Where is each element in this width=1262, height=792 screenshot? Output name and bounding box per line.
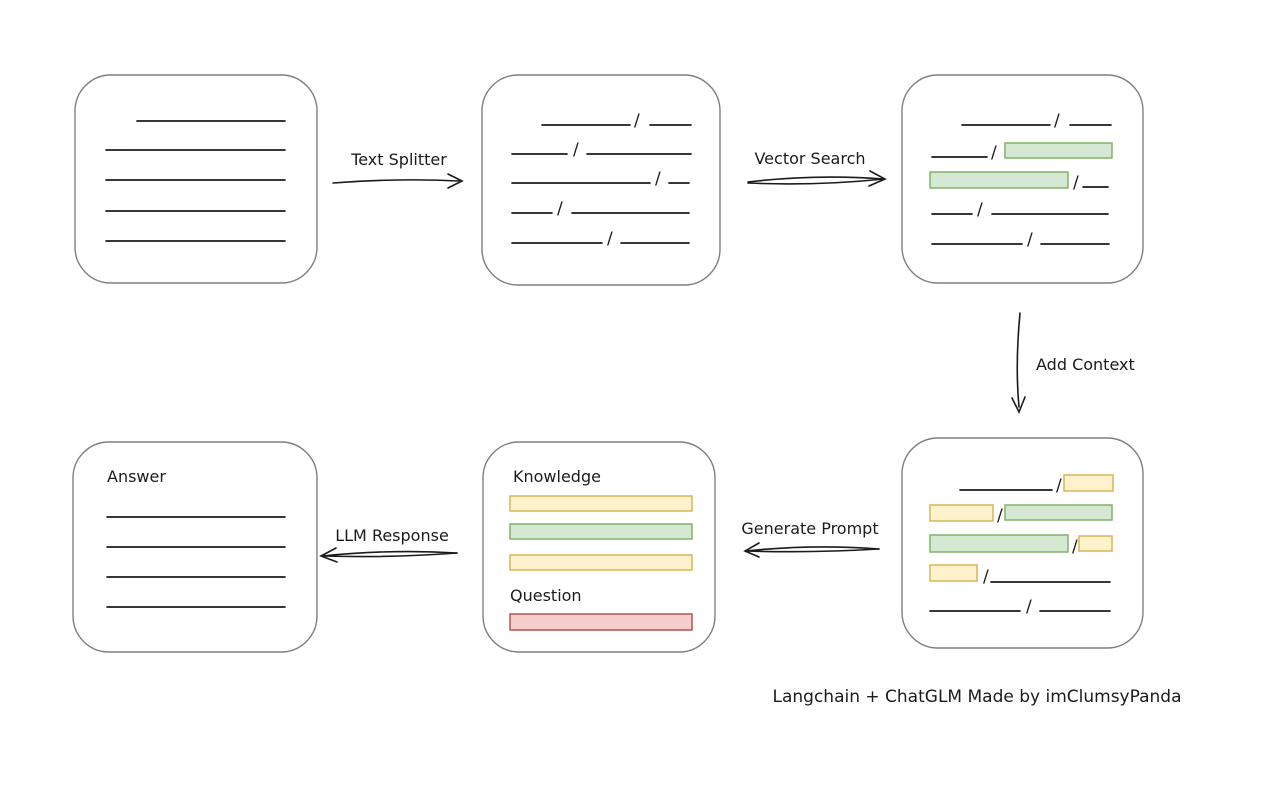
chunk-row: / (931, 142, 1113, 163)
llm-response-arrow: LLM Response (319, 526, 458, 563)
arrow-head-icon (1011, 396, 1026, 414)
chunk-row: / (511, 140, 692, 160)
chunk-row: / (959, 474, 1114, 496)
arrow-shaft (745, 548, 880, 553)
knowledge-bar-yellow (509, 495, 693, 512)
chunk-row: / (511, 169, 690, 189)
arrow-shaft (747, 178, 885, 185)
add-context-arrow: Add Context (1011, 312, 1135, 414)
chunk-row: / (511, 229, 690, 249)
matched-chunk-highlight-green (929, 171, 1069, 189)
slash-separator: / (1072, 537, 1078, 557)
add-context-label: Add Context (1036, 355, 1135, 374)
generate-prompt-arrow: Generate Prompt (741, 519, 880, 558)
slash-separator: / (1054, 111, 1060, 131)
matched-chunk-highlight-green (929, 534, 1069, 553)
llm-response-label: LLM Response (335, 526, 449, 545)
slash-separator: / (1073, 173, 1079, 193)
matched-chunk-highlight-green (1004, 142, 1113, 159)
context-chunk-highlight-yellow (929, 504, 994, 522)
slash-separator: / (557, 199, 563, 219)
credit-caption: Langchain + ChatGLM Made by imClumsyPand… (773, 687, 1182, 707)
text-splitter-arrow: Text Splitter (332, 150, 464, 189)
slash-separator: / (991, 143, 997, 163)
split-text-box-outline (481, 74, 721, 286)
answer-label: Answer (107, 467, 166, 486)
slash-separator: / (655, 169, 661, 189)
chunk-row: / (929, 504, 1113, 526)
slash-separator: / (1026, 597, 1032, 617)
slash-separator: / (1056, 476, 1062, 496)
arrow-shaft (1016, 312, 1021, 408)
context-chunk-highlight-yellow (1078, 535, 1113, 552)
knowledge-bar-yellow (509, 554, 693, 571)
question-bar-red (509, 613, 693, 631)
split-text-box: / / / / / (481, 74, 721, 286)
arrow-head-icon (743, 542, 760, 558)
context-chunk-highlight-yellow (929, 564, 978, 582)
vector-search-arrow: Vector Search (747, 149, 887, 187)
slash-separator: / (573, 140, 579, 160)
arrow-shaft (747, 176, 885, 183)
arrow-shaft (322, 552, 458, 558)
context-box: / / / / / (901, 437, 1144, 649)
arrow-head-icon (868, 170, 887, 187)
arrow-shaft (745, 546, 880, 552)
question-label: Question (510, 586, 582, 605)
text-splitter-label: Text Splitter (350, 150, 447, 169)
chunk-row: / (511, 199, 690, 219)
chunk-row: / (961, 111, 1112, 131)
arrow-shaft (332, 179, 460, 184)
answer-box: Answer (72, 441, 318, 653)
chunk-row: / (931, 200, 1109, 220)
slash-separator: / (977, 200, 983, 220)
slash-separator: / (983, 567, 989, 587)
arrow-shaft (322, 550, 458, 557)
knowledge-bar-green (509, 523, 693, 540)
prompt-box-outline (482, 441, 716, 653)
arrow-head-icon (319, 547, 338, 563)
chunk-row: / (929, 534, 1113, 557)
vector-search-box: / / / / / (901, 74, 1144, 284)
slash-separator: / (1027, 230, 1033, 250)
prompt-box: Knowledge Question (482, 441, 716, 653)
generate-prompt-label: Generate Prompt (741, 519, 878, 538)
knowledge-label: Knowledge (513, 467, 601, 486)
chunk-row: / (541, 111, 692, 131)
document-box (74, 74, 318, 284)
matched-chunk-highlight-green (1004, 504, 1113, 521)
slash-separator: / (997, 506, 1003, 526)
context-chunk-highlight-yellow (1063, 474, 1114, 492)
arrow-head-icon (447, 173, 464, 189)
slash-separator: / (634, 111, 640, 131)
vector-search-label: Vector Search (754, 149, 865, 168)
document-box-outline (74, 74, 318, 284)
chunk-row: / (929, 564, 1111, 587)
chunk-row: / (929, 171, 1109, 193)
chunk-row: / (929, 597, 1111, 617)
chunk-row: / (931, 230, 1110, 250)
slash-separator: / (607, 229, 613, 249)
